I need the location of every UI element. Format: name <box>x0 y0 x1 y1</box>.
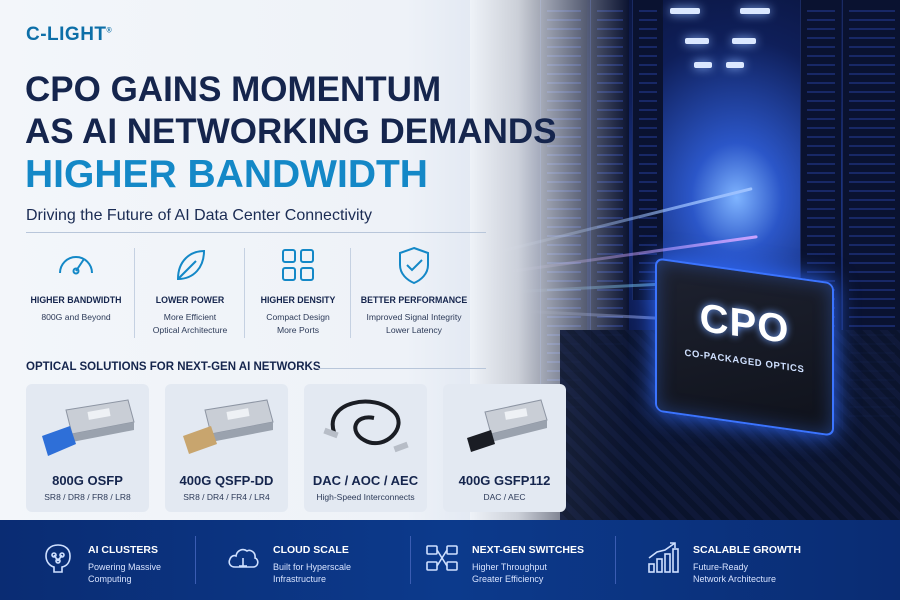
grid-icon <box>276 243 320 287</box>
logo-text: C-LIGHT <box>26 24 107 45</box>
cpo-chip: CPO CO-PACKAGED OPTICS <box>655 257 834 437</box>
ceiling-light <box>694 62 712 68</box>
divider <box>318 368 486 369</box>
ceiling-light <box>670 8 700 14</box>
growth-chart-icon <box>645 540 681 576</box>
product-spec: High-Speed Interconnects <box>316 492 415 502</box>
product-card-400g-qsfp-dd: 400G QSFP-DD SR8 / DR4 / FR4 / LR4 <box>165 384 288 512</box>
solutions-heading: OPTICAL SOLUTIONS FOR NEXT-GEN AI NETWOR… <box>26 361 321 373</box>
feature-title: BETTER PERFORMANCE <box>360 295 468 305</box>
product-spec: SR8 / DR8 / FR8 / LR8 <box>44 492 131 502</box>
network-switch-icon <box>424 540 460 576</box>
feature-higher-bandwidth: HIGHER BANDWIDTH 800G and Beyond <box>22 243 130 324</box>
gsfp112-module-image <box>453 392 556 462</box>
headline-line-1: CPO GAINS MOMENTUM <box>25 70 442 109</box>
product-card-400g-gsfp112: 400G GSFP112 DAC / AEC <box>443 384 566 512</box>
product-name: 800G OSFP <box>52 473 123 488</box>
product-name: 400G QSFP-DD <box>179 473 274 488</box>
brain-icon <box>40 540 76 576</box>
benefit-title: CLOUD SCALE <box>273 544 349 556</box>
benefit-title: AI CLUSTERS <box>88 544 159 556</box>
feature-separator <box>134 248 135 338</box>
benefit-title: SCALABLE GROWTH <box>693 544 801 556</box>
brand-logo: C-LIGHT® <box>26 24 112 46</box>
feature-separator <box>350 248 351 338</box>
benefit-title: NEXT-GEN SWITCHES <box>472 544 585 556</box>
leaf-icon <box>168 243 212 287</box>
osfp-module-image <box>36 392 139 462</box>
ceiling-light <box>726 62 744 68</box>
band-separator <box>615 536 616 584</box>
subtitle: Driving the Future of AI Data Center Con… <box>26 207 372 224</box>
product-spec: SR8 / DR4 / FR4 / LR4 <box>183 492 270 502</box>
qsfp-dd-module-image <box>175 392 278 462</box>
feature-title: HIGHER DENSITY <box>260 295 336 305</box>
feature-title: LOWER POWER <box>155 295 225 305</box>
feature-separator <box>244 248 245 338</box>
speedometer-icon <box>54 243 98 287</box>
ceiling-light <box>740 8 770 14</box>
product-name: 400G GSFP112 <box>458 473 551 488</box>
product-card-dac-aoc-aec: DAC / AOC / AEC High-Speed Interconnects <box>304 384 427 512</box>
band-separator <box>410 536 411 584</box>
cable-image <box>314 392 417 462</box>
product-spec: DAC / AEC <box>483 492 526 502</box>
ceiling-light <box>685 38 709 44</box>
ceiling-light <box>732 38 756 44</box>
shield-check-icon <box>392 243 436 287</box>
registered-mark: ® <box>106 27 113 35</box>
headline-line-2: AS AI NETWORKING DEMANDS <box>25 112 557 151</box>
divider <box>26 232 486 233</box>
feature-title: HIGHER BANDWIDTH <box>30 295 122 305</box>
band-separator <box>195 536 196 584</box>
cloud-icon <box>225 540 261 576</box>
feature-desc: 800G and Beyond <box>41 312 111 322</box>
feature-better-performance: BETTER PERFORMANCE Improved Signal Integ… <box>356 243 472 337</box>
headline-line-3: HIGHER BANDWIDTH <box>25 153 428 196</box>
product-name: DAC / AOC / AEC <box>312 473 419 488</box>
product-card-800g-osfp: 800G OSFP SR8 / DR8 / FR8 / LR8 <box>26 384 149 512</box>
